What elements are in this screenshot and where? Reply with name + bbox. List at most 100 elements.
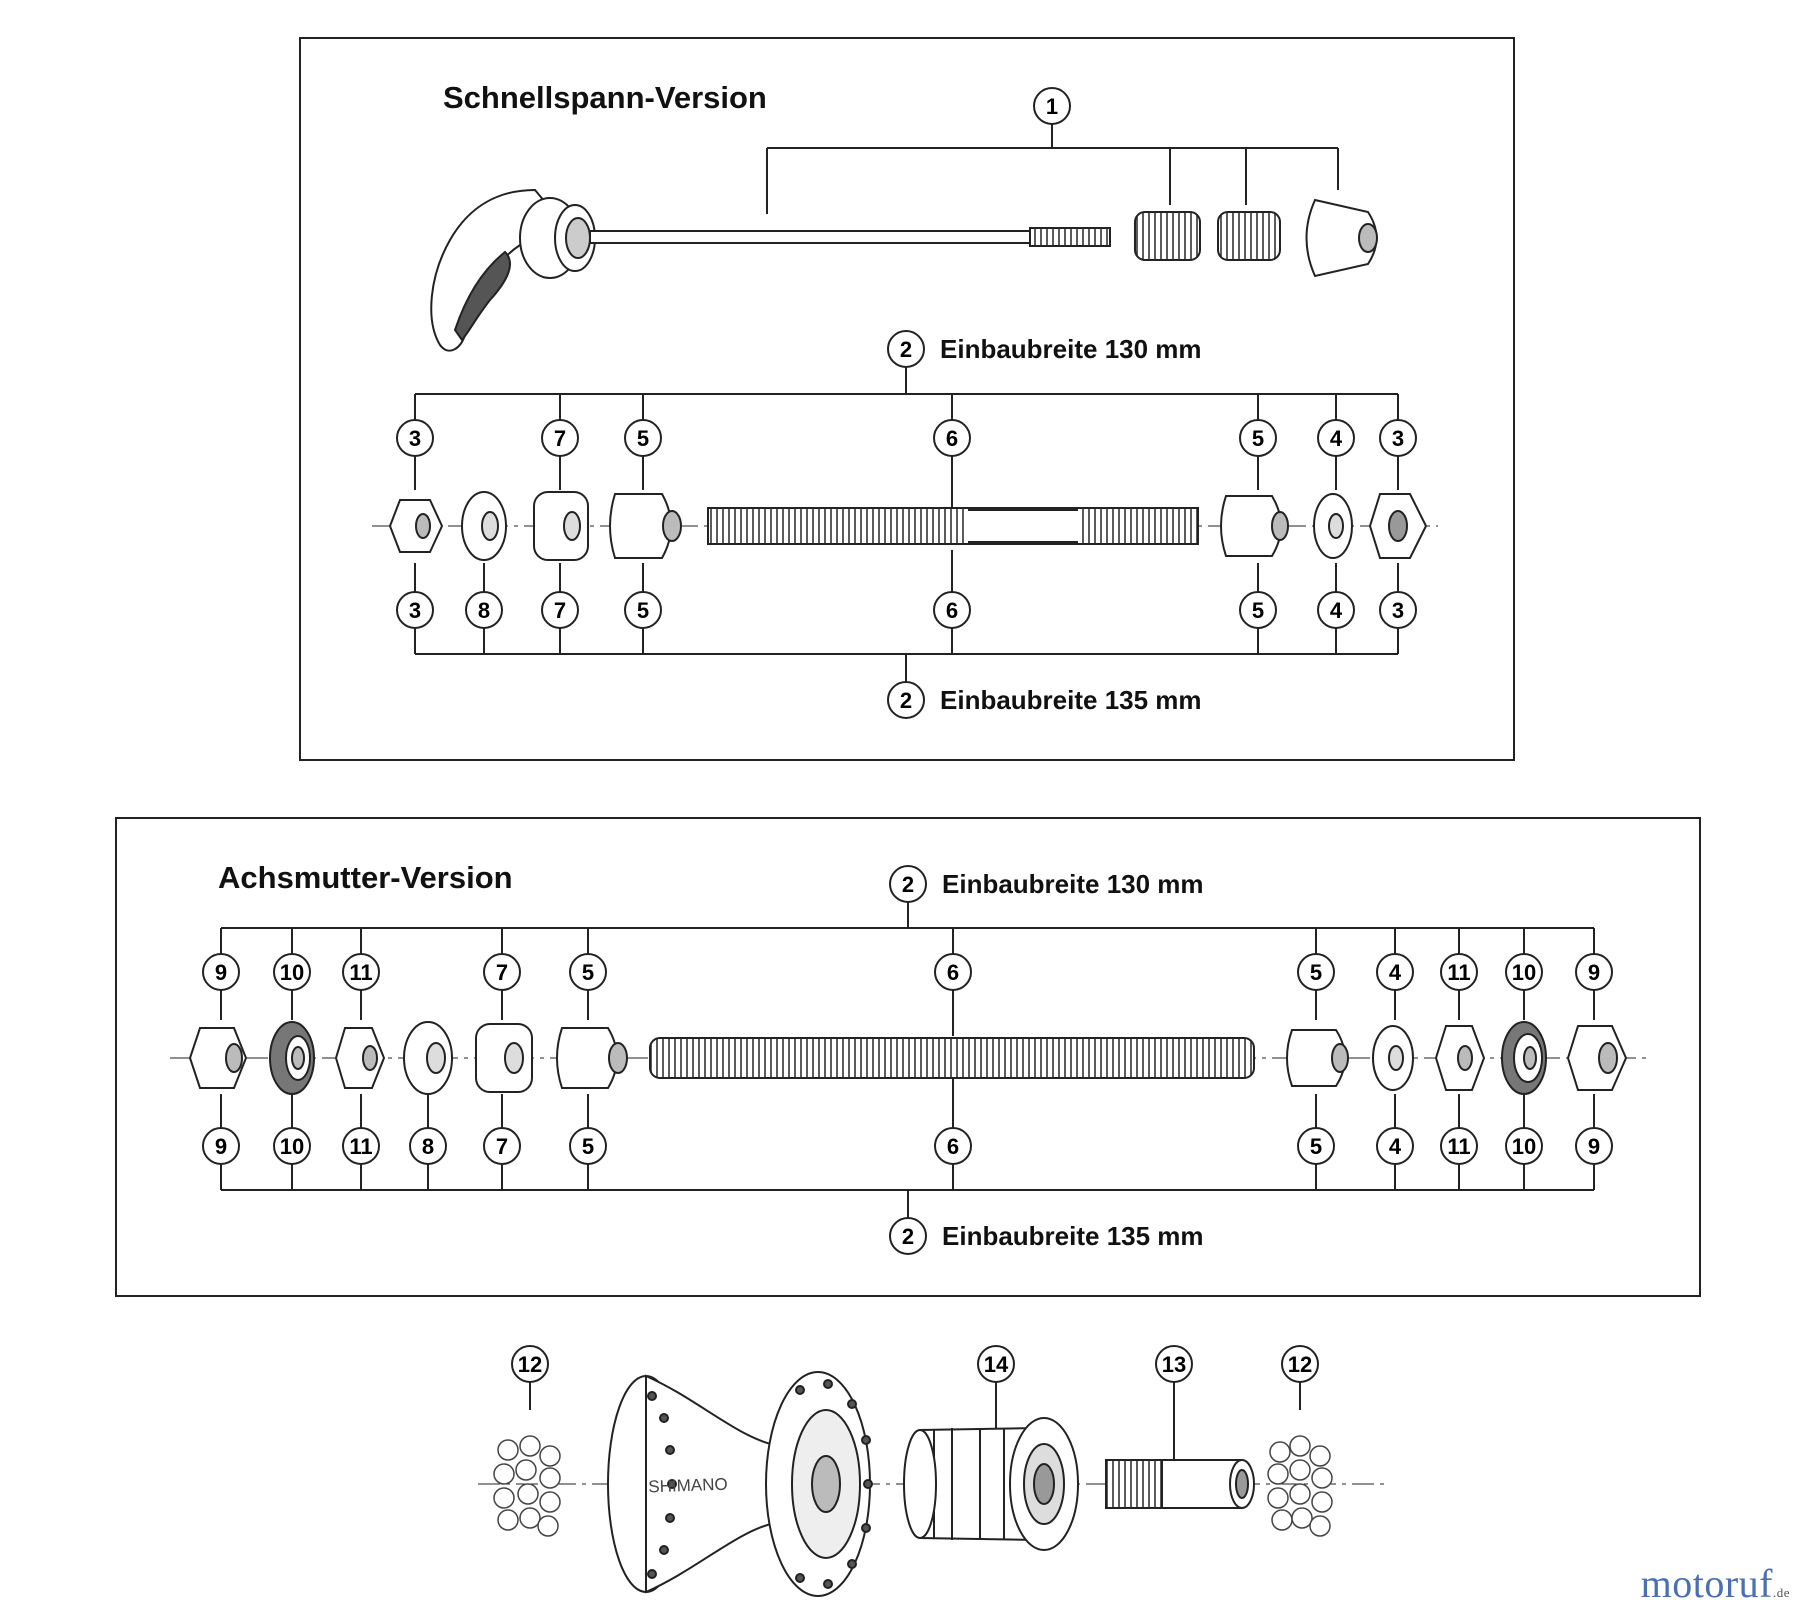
qr-bottom-callout: 3 (1379, 591, 1417, 629)
nut-bottom-bracket (220, 1078, 1595, 1218)
nut-bottom-callout: 11 (1440, 1127, 1478, 1165)
svg-text:6: 6 (946, 598, 958, 623)
svg-text:3: 3 (409, 598, 421, 623)
quick-release-title: Schnellspann-Version (443, 80, 767, 115)
qr-top-callouts: 3 7 5 6 5 4 3 (396, 419, 1417, 457)
svg-text:7: 7 (554, 426, 566, 451)
svg-text:2: 2 (902, 872, 914, 897)
nut-top-callout: 6 (934, 953, 972, 991)
callout-1: 1 (1033, 87, 1071, 125)
svg-text:3: 3 (1392, 426, 1404, 451)
qr-spacer-7 (533, 491, 589, 561)
spring-right (1217, 211, 1281, 261)
svg-text:12: 12 (1288, 1352, 1312, 1377)
svg-text:8: 8 (422, 1134, 434, 1159)
nut-axle-row (170, 1021, 1650, 1095)
hub-callouts: 12 14 13 12 (511, 1345, 1319, 1383)
svg-text:9: 9 (215, 1134, 227, 1159)
freehub-body (903, 1417, 1079, 1551)
nut-top-callout: 11 (1440, 953, 1478, 991)
svg-text:6: 6 (946, 426, 958, 451)
svg-text:10: 10 (1512, 1134, 1536, 1159)
axle-nut-right (1566, 1025, 1628, 1091)
quick-release-frame (299, 37, 1515, 761)
skewer-nut (1305, 198, 1378, 278)
nut-cone-left (556, 1027, 618, 1089)
nut-bottom-callout: 8 (409, 1127, 447, 1165)
hub-callout: 14 (977, 1345, 1015, 1383)
quick-release-skewer (430, 188, 1378, 352)
qr-axle (707, 507, 1199, 545)
svg-text:5: 5 (582, 960, 594, 985)
qr-top-callout: 6 (933, 419, 971, 457)
axle-nut-left (188, 1027, 248, 1089)
skewer-bracket (766, 124, 1339, 214)
svg-text:11: 11 (349, 1134, 372, 1159)
hub-shell (607, 1371, 873, 1597)
nut-bottom-callout: 9 (1575, 1127, 1613, 1165)
svg-text:3: 3 (1392, 598, 1404, 623)
watermark-tld: .de (1772, 1585, 1790, 1600)
spring-left (1134, 211, 1201, 261)
svg-text:9: 9 (215, 960, 227, 985)
svg-text:14: 14 (984, 1352, 1009, 1377)
svg-text:5: 5 (1252, 426, 1264, 451)
qr-width-130: 2 Einbaubreite 130 mm (887, 330, 1202, 368)
hub-callout: 13 (1155, 1345, 1193, 1383)
qr-top-callout: 7 (541, 419, 579, 457)
quick-release-panel: Schnellspann-Version 1 (299, 37, 1515, 761)
svg-text:6: 6 (947, 1134, 959, 1159)
nut-width-135-label: Einbaubreite 135 mm (942, 1221, 1204, 1251)
ball-bearings-right (1267, 1435, 1333, 1537)
hub-callout: 12 (511, 1345, 549, 1383)
nut-top-callout: 10 (1505, 953, 1543, 991)
nut-top-callout: 10 (273, 953, 311, 991)
nut-top-callout: 11 (342, 953, 380, 991)
qr-bottom-bracket (414, 550, 1399, 682)
nut-top-callout: 5 (569, 953, 607, 991)
qr-bottom-callout: 7 (541, 591, 579, 629)
svg-text:7: 7 (496, 1134, 508, 1159)
svg-text:12: 12 (518, 1352, 542, 1377)
nut-cone-right (1286, 1029, 1346, 1087)
svg-text:11: 11 (349, 960, 372, 985)
qr-width-130-label: Einbaubreite 130 mm (940, 334, 1202, 364)
qr-width-135: 2 Einbaubreite 135 mm (887, 681, 1202, 719)
qr-top-callout: 5 (624, 419, 662, 457)
nut-bottom-callouts: 9 10 11 8 7 5 6 5 4 11 10 9 (202, 1127, 1613, 1165)
nut-bottom-callout: 9 (202, 1127, 240, 1165)
nut-bottom-callout: 11 (342, 1127, 380, 1165)
nut-bottom-callout: 10 (1505, 1127, 1543, 1165)
nut-top-callout: 5 (1297, 953, 1335, 991)
svg-text:5: 5 (637, 426, 649, 451)
qr-bottom-callout: 5 (624, 591, 662, 629)
svg-text:5: 5 (1310, 960, 1322, 985)
nut-bottom-callout: 5 (1297, 1127, 1335, 1165)
freehub-bolt (1105, 1459, 1255, 1509)
svg-text:5: 5 (582, 1134, 594, 1159)
hub-section: 12 14 13 12 (478, 1345, 1390, 1597)
qr-width-135-label: Einbaubreite 135 mm (940, 685, 1202, 715)
nut-version-title: Achsmutter-Version (218, 860, 513, 895)
nut-bottom-callout: 5 (569, 1127, 607, 1165)
svg-text:2: 2 (900, 337, 912, 362)
nut-top-callout: 4 (1376, 953, 1414, 991)
svg-text:8: 8 (478, 598, 490, 623)
nut-top-callout: 9 (1575, 953, 1613, 991)
qr-top-callout: 4 (1317, 419, 1355, 457)
ball-bearings-left (493, 1435, 561, 1537)
qr-top-bracket (414, 367, 1399, 510)
hub-callout-lines (529, 1382, 1301, 1460)
svg-text:7: 7 (554, 598, 566, 623)
watermark-logo: motoruf.de (1641, 1560, 1790, 1607)
nut-axle (649, 1037, 1255, 1079)
svg-text:2: 2 (902, 1224, 914, 1249)
qr-axle-row (372, 491, 1438, 561)
svg-text:9: 9 (1588, 960, 1600, 985)
svg-text:10: 10 (280, 1134, 304, 1159)
svg-text:9: 9 (1588, 1134, 1600, 1159)
svg-text:10: 10 (280, 960, 304, 985)
nut-version-panel: Achsmutter-Version 2 Einbaubreite 130 mm (115, 817, 1701, 1297)
nut-bottom-callout: 7 (483, 1127, 521, 1165)
nut-top-bracket (220, 902, 1595, 1036)
